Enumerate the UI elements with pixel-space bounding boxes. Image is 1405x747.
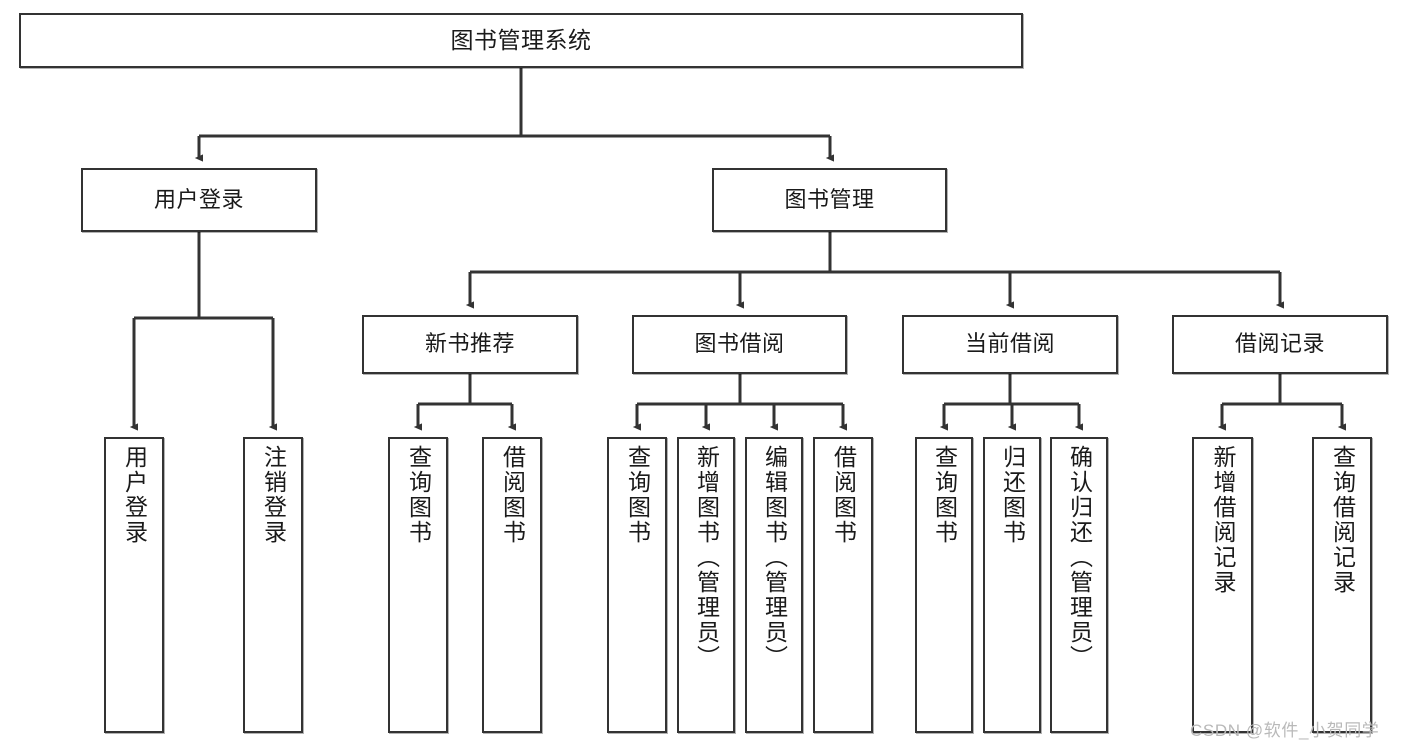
leaf-query-book-2-label: 查询图书 xyxy=(624,445,651,545)
node-book-borrow[interactable]: 图书借阅 xyxy=(632,315,847,374)
leaf-borrow-book-2-label: 借阅图书 xyxy=(830,445,857,545)
leaf-return-book[interactable]: 归还图书 xyxy=(983,437,1041,733)
leaf-borrow-book-2[interactable]: 借阅图书 xyxy=(813,437,873,733)
leaf-user-login[interactable]: 用户登录 xyxy=(104,437,164,733)
leaf-edit-book-label: 编辑图书（管理员） xyxy=(761,445,788,670)
leaf-query-record[interactable]: 查询借阅记录 xyxy=(1312,437,1372,733)
leaf-add-record[interactable]: 新增借阅记录 xyxy=(1192,437,1253,733)
leaf-query-record-label: 查询借阅记录 xyxy=(1329,445,1356,595)
leaf-confirm-return[interactable]: 确认归还（管理员） xyxy=(1050,437,1108,733)
leaf-return-book-label: 归还图书 xyxy=(999,445,1026,545)
leaf-borrow-book-1-label: 借阅图书 xyxy=(499,445,526,545)
node-new-book-recommend-label: 新书推荐 xyxy=(424,331,515,357)
leaf-add-record-label: 新增借阅记录 xyxy=(1210,445,1236,595)
leaf-confirm-return-label: 确认归还（管理员） xyxy=(1066,445,1093,670)
node-root[interactable]: 图书管理系统 xyxy=(19,13,1023,68)
leaf-borrow-book-1[interactable]: 借阅图书 xyxy=(482,437,542,733)
node-borrow-record[interactable]: 借阅记录 xyxy=(1172,315,1388,374)
watermark: CSDN @软件_小贺同学 xyxy=(1190,721,1380,740)
node-current-borrow[interactable]: 当前借阅 xyxy=(902,315,1118,374)
node-user-login[interactable]: 用户登录 xyxy=(81,168,317,232)
leaf-user-login-label: 用户登录 xyxy=(121,445,148,545)
leaf-add-book-label: 新增图书（管理员） xyxy=(693,445,720,670)
node-book-borrow-label: 图书借阅 xyxy=(694,331,785,357)
node-borrow-record-label: 借阅记录 xyxy=(1234,331,1325,357)
leaf-query-book-3[interactable]: 查询图书 xyxy=(915,437,973,733)
node-book-management[interactable]: 图书管理 xyxy=(712,168,947,232)
node-new-book-recommend[interactable]: 新书推荐 xyxy=(362,315,578,374)
leaf-query-book-3-label: 查询图书 xyxy=(931,445,958,545)
leaf-query-book-1[interactable]: 查询图书 xyxy=(388,437,448,733)
leaf-logout-label: 注销登录 xyxy=(260,445,287,545)
leaf-query-book-1-label: 查询图书 xyxy=(405,445,432,545)
leaf-edit-book[interactable]: 编辑图书（管理员） xyxy=(745,437,803,733)
leaf-logout[interactable]: 注销登录 xyxy=(243,437,303,733)
leaf-add-book[interactable]: 新增图书（管理员） xyxy=(677,437,735,733)
node-root-label: 图书管理系统 xyxy=(450,26,592,53)
node-user-login-label: 用户登录 xyxy=(153,186,244,212)
node-current-borrow-label: 当前借阅 xyxy=(964,331,1055,357)
node-book-management-label: 图书管理 xyxy=(784,186,875,212)
leaf-query-book-2[interactable]: 查询图书 xyxy=(607,437,667,733)
